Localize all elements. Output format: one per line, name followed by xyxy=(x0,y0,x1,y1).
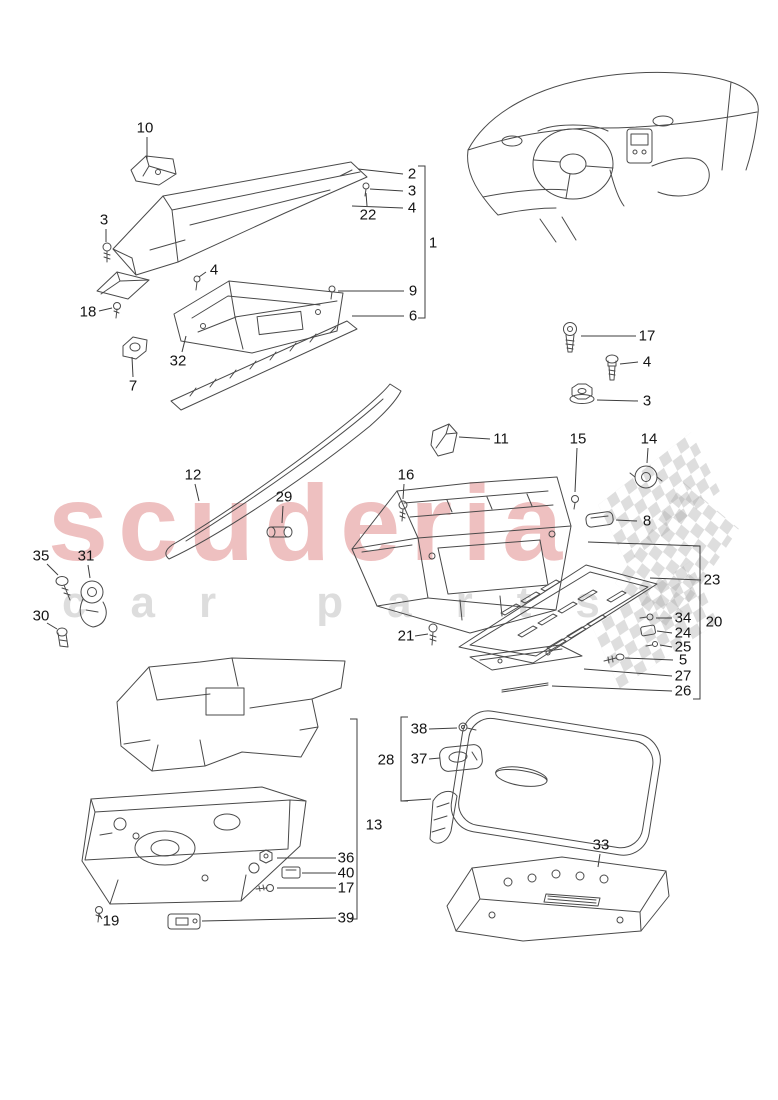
callout-8-label-22: 22 xyxy=(359,206,377,224)
screw-35-drawing xyxy=(55,576,71,601)
glovebox-bin-drawing xyxy=(446,856,670,942)
callout-33-label-20: 20 xyxy=(705,613,723,631)
screw-17-drawing xyxy=(563,322,577,353)
clip-11-drawing xyxy=(430,423,458,457)
clip-24-drawing xyxy=(640,624,656,637)
callout-11-label-9: 9 xyxy=(408,282,418,300)
screw-4-small-drawing xyxy=(193,275,201,291)
callout-37-label-28: 28 xyxy=(377,751,395,769)
bolt-30-drawing xyxy=(56,627,69,648)
bracket-18-drawing xyxy=(96,271,150,319)
callout-6-label-3: 3 xyxy=(407,182,417,200)
bracket-31-drawing xyxy=(79,580,107,628)
louver-strip-drawing xyxy=(170,320,358,411)
callout-12-label-6: 6 xyxy=(408,307,418,325)
callout-31-label-27: 27 xyxy=(674,667,692,685)
callout-29-label-25: 25 xyxy=(674,638,692,656)
callout-23-label-35: 35 xyxy=(32,547,50,565)
callout-41-label-17: 17 xyxy=(337,879,355,897)
callout-25-label-30: 30 xyxy=(32,607,50,625)
watermark-subtitle-text: car parts xyxy=(62,578,644,627)
callout-21-label-14: 14 xyxy=(640,430,658,448)
callout-2-label-18: 18 xyxy=(79,303,97,321)
glovebox-lid-drawing xyxy=(450,710,661,856)
screw-34-drawing xyxy=(639,613,654,621)
callout-36-label-37: 37 xyxy=(410,750,428,768)
cap-8-drawing xyxy=(585,511,614,528)
callout-5-label-2: 2 xyxy=(407,165,417,183)
lower-tray-13-drawing xyxy=(81,786,307,905)
callout-38-label-13: 13 xyxy=(365,816,383,834)
callout-10-label-1: 1 xyxy=(428,234,438,252)
trim-strip-12-drawing xyxy=(165,383,402,560)
callout-32-label-26: 26 xyxy=(674,682,692,700)
retainer-clip-10-drawing xyxy=(130,155,177,186)
vent-panel-23-drawing xyxy=(458,564,658,664)
callout-13-label-17: 17 xyxy=(638,327,656,345)
callout-28-label-24: 24 xyxy=(674,624,692,642)
callout-43-label-39: 39 xyxy=(337,909,355,927)
callout-44-label-33: 33 xyxy=(592,836,610,854)
pin-25-drawing xyxy=(645,641,658,647)
nut-36-drawing xyxy=(259,849,273,864)
pin-15-drawing xyxy=(571,495,579,510)
callout-39-label-36: 36 xyxy=(337,849,355,867)
callout-17-label-12: 12 xyxy=(184,466,202,484)
bracket-27-drawing xyxy=(469,644,583,671)
callout-18-label-29: 29 xyxy=(275,488,293,506)
upper-dash-panel-drawing xyxy=(112,161,368,276)
callout-20-label-15: 15 xyxy=(569,430,587,448)
callout-15-label-3: 3 xyxy=(642,392,652,410)
screw-22-drawing xyxy=(362,182,370,197)
dashboard-overview-illustration xyxy=(467,71,759,243)
glovebox-upper-frame-drawing xyxy=(173,280,344,354)
callout-24-label-31: 31 xyxy=(77,547,95,565)
insulation-mat-drawing xyxy=(116,657,346,772)
screw-4-right-drawing xyxy=(605,354,619,381)
callout-7-label-4: 4 xyxy=(407,199,417,217)
grommet-14-drawing xyxy=(629,465,663,489)
hinge-bracket-drawing xyxy=(429,790,458,844)
callout-42-label-19: 19 xyxy=(102,912,120,930)
callout-27-label-34: 34 xyxy=(674,609,692,627)
screw-16-drawing xyxy=(398,500,408,522)
callout-14-label-4: 4 xyxy=(642,353,652,371)
screw-5-drawing xyxy=(603,653,625,664)
callout-34-label-21: 21 xyxy=(397,627,415,645)
callout-35-label-38: 38 xyxy=(410,720,428,738)
clip-40-drawing xyxy=(281,866,301,879)
nut-7-drawing xyxy=(122,336,148,360)
callout-16-label-11: 11 xyxy=(493,430,509,448)
screw-21-drawing xyxy=(428,623,438,646)
flange-nut-3-drawing xyxy=(569,383,595,404)
screw-9-drawing xyxy=(328,285,336,300)
bracket-39-drawing xyxy=(167,913,201,930)
cylinder-29-drawing xyxy=(266,526,293,538)
callout-30-label-5: 5 xyxy=(678,651,688,669)
latch-37-drawing xyxy=(439,744,483,772)
screw-17-lower-drawing xyxy=(255,884,274,892)
screw-3-left-drawing xyxy=(102,242,112,263)
rod-26-drawing xyxy=(501,682,549,693)
callout-0-label-10: 10 xyxy=(136,119,154,137)
callout-4-label-32: 32 xyxy=(169,352,187,370)
callout-40-label-40: 40 xyxy=(337,864,355,882)
callout-22-label-8: 8 xyxy=(642,512,652,530)
callout-9-label-4: 4 xyxy=(209,261,219,279)
callout-1-label-3: 3 xyxy=(99,211,109,229)
callout-3-label-7: 7 xyxy=(128,377,138,395)
callout-19-label-16: 16 xyxy=(397,466,415,484)
callout-26-label-23: 23 xyxy=(703,571,721,589)
